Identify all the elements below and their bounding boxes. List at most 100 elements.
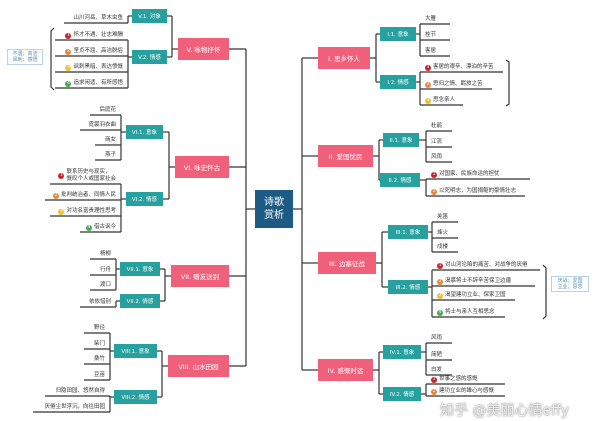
- leaf-text: 坚贞不屈、高洁脱俗: [73, 48, 123, 54]
- leaf-item[interactable]: 燕子: [105, 152, 116, 159]
- leaf-item[interactable]: 大雁: [425, 16, 436, 23]
- sub-node-1-1-label: I.1. 意象: [387, 32, 409, 38]
- sub-node-2-2[interactable]: II.2. 情感: [380, 173, 420, 187]
- sub-node-1-2-label: I.2. 情感: [387, 80, 409, 86]
- leaf-item[interactable]: 依依惜别: [89, 299, 111, 306]
- leaf-item[interactable]: 羌笛: [437, 214, 448, 221]
- leaf-text: 燕子: [104, 152, 116, 158]
- leaf-item[interactable]: 桑竹: [94, 356, 105, 363]
- leaf-text: 对功名富贵理性思考: [66, 208, 116, 214]
- sub-node-5-2[interactable]: V.2. 情感: [132, 50, 167, 64]
- leaf-item[interactable]: 简陋: [431, 352, 442, 359]
- leaf-text: 世事之感的感慨: [439, 376, 478, 382]
- sub-node-5-1[interactable]: V.1. 对象: [132, 9, 167, 23]
- leaf-text: 借古讽今: [93, 224, 116, 230]
- number-badge-icon: 1: [65, 32, 72, 39]
- branch-node-6[interactable]: VI. 咏史怀古: [175, 156, 229, 178]
- sub-node-8-2-label: VIII.2. 情感: [121, 395, 150, 401]
- leaf-text: 以死明志，为国捐躯的豪情壮志: [439, 188, 517, 194]
- number-badge-icon: 2: [425, 81, 431, 88]
- leaf-item[interactable]: 商女: [105, 137, 116, 144]
- branch-node-8[interactable]: VIII. 山水田园: [168, 355, 229, 377]
- sub-node-1-2[interactable]: I.2. 情感: [380, 75, 416, 89]
- brace-right-1: [505, 59, 510, 107]
- sub-node-1-1[interactable]: I.1. 意象: [380, 27, 416, 41]
- branch-node-4[interactable]: IV. 感慨时运: [318, 359, 373, 381]
- sub-node-3-2[interactable]: III.2. 情感: [388, 280, 428, 294]
- leaf-item[interactable]: 厌倦尘世浮沉，向往田园: [44, 404, 105, 411]
- leaf-item[interactable]: 江流: [431, 139, 442, 146]
- branch-node-3[interactable]: III. 边塞征战: [318, 252, 376, 274]
- leaf-item[interactable]: 风雨: [431, 154, 442, 161]
- branch-node-2[interactable]: II. 爱国忧民: [318, 145, 373, 167]
- branch-node-5[interactable]: V. 咏物抒怀: [178, 38, 229, 60]
- leaf-text: 客居的艰辛、漂泊的辛苦: [433, 64, 494, 70]
- sub-node-2-1-label: II.1. 意象: [389, 138, 413, 144]
- sub-node-3-1[interactable]: III.1. 意象: [388, 225, 428, 239]
- leaf-text: 渡口: [99, 282, 111, 288]
- leaf-item[interactable]: 客居: [425, 48, 436, 55]
- leaf-item[interactable]: 杜鹃: [431, 123, 442, 130]
- sub-node-6-1[interactable]: VI.1. 意象: [126, 125, 163, 139]
- leaf-text: 建功立业的雄心与感慨: [439, 388, 495, 394]
- branch-node-1[interactable]: I. 思乡怀人: [318, 47, 370, 69]
- leaf-item[interactable]: 归隐田园、悠然自得: [55, 388, 105, 395]
- leaf-text: 依依惜别: [88, 299, 111, 305]
- number-badge-icon: 3: [65, 64, 72, 71]
- sub-node-6-2[interactable]: VI.2. 情感: [126, 192, 163, 206]
- leaf-text: 渴慕将士不辞辛苦保卫边疆: [445, 278, 512, 284]
- sub-node-8-1[interactable]: VIII.1. 意象: [114, 344, 157, 358]
- leaf-item[interactable]: 杨柳: [100, 251, 111, 258]
- sub-node-7-1-label: VII.1. 意象: [126, 267, 154, 273]
- sub-node-4-1[interactable]: IV.1. 意象: [383, 345, 421, 359]
- sub-node-7-2-label: VII.2. 情感: [126, 299, 154, 305]
- leaf-item[interactable]: 霓裳羽衣曲: [88, 122, 116, 129]
- leaf-item[interactable]: 桂节: [425, 32, 436, 39]
- leaf-text: 白发: [431, 367, 443, 373]
- number-badge-icon: 2: [52, 192, 59, 199]
- leaf-item[interactable]: 野径: [94, 325, 105, 332]
- number-badge-icon: 1: [437, 262, 443, 269]
- sub-node-7-2[interactable]: VII.2. 情感: [120, 294, 160, 308]
- sub-node-7-1[interactable]: VII.1. 意象: [120, 262, 160, 276]
- leaf-text: 归隐田园、悠然自得: [55, 388, 105, 394]
- leaf-text: 风雨: [431, 154, 443, 160]
- sub-node-2-1[interactable]: II.1. 意象: [383, 133, 419, 147]
- number-badge-icon: 2: [431, 188, 437, 195]
- leaf-item[interactable]: 渡口: [100, 282, 111, 289]
- leaf-item[interactable]: 后庭花: [99, 107, 116, 114]
- leaf-text: 思念亲人: [433, 97, 456, 103]
- leaf-item[interactable]: 烽火: [437, 230, 448, 237]
- leaf-item[interactable]: 行舟: [100, 267, 111, 274]
- sub-node-8-2[interactable]: VIII.2. 情感: [114, 390, 157, 404]
- leaf-item[interactable]: 山川河岳、草木虫鱼: [73, 15, 123, 22]
- leaf-item[interactable]: 戍楼: [437, 244, 448, 251]
- leaf-item[interactable]: 白发: [431, 367, 442, 374]
- center-node[interactable]: 诗歌 赏析: [255, 190, 293, 228]
- leaf-item[interactable]: 柴门: [94, 341, 105, 348]
- leaf-item[interactable]: 豆苗: [94, 372, 105, 379]
- leaf-item[interactable]: 风雨: [431, 335, 442, 342]
- sub-node-4-2[interactable]: IV.2. 情感: [383, 387, 421, 401]
- branch-node-7[interactable]: VII. 赠友送别: [171, 265, 229, 287]
